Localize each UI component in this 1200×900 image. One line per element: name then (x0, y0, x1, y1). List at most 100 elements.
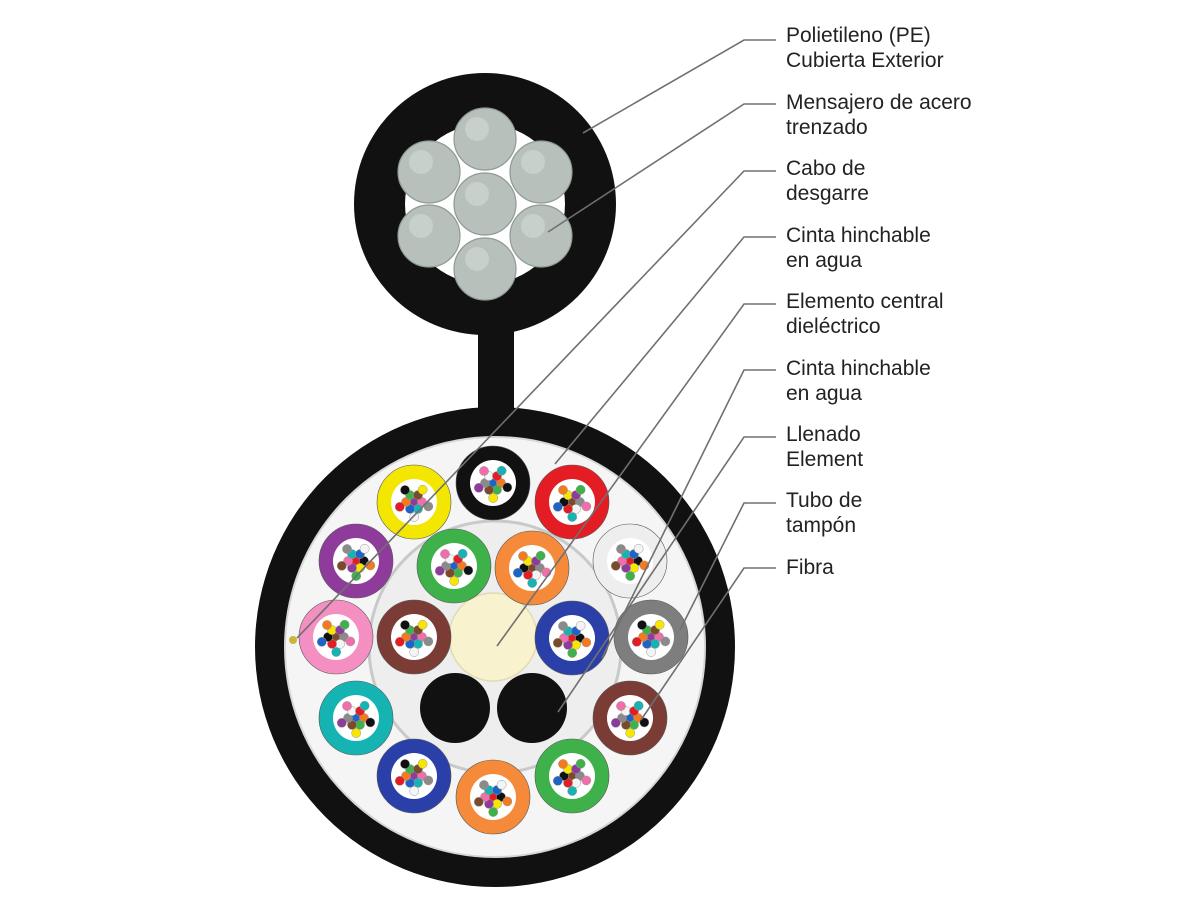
fiber (660, 636, 671, 647)
steel-wire-strands (397, 107, 573, 301)
label-pe-jacket-line2: Cubierta Exterior (786, 49, 944, 72)
fiber (631, 636, 642, 647)
label-steel-messenger: Mensajero de acero trenzado (786, 90, 972, 140)
fiber (331, 647, 342, 657)
fiber (639, 717, 650, 728)
steel-wire-highlight-7 (409, 150, 433, 174)
leader-line-pe-jacket (582, 39, 776, 134)
filler-element-2 (497, 673, 567, 743)
fiber (581, 501, 592, 512)
label-pe-jacket-line1: Polietileno (PE) (786, 24, 931, 47)
fiber (400, 620, 410, 630)
label-water-tape-2-line1: Cinta hinchable (786, 357, 931, 380)
steel-wire-6 (397, 204, 461, 268)
fiber (473, 796, 484, 807)
fiber (394, 501, 405, 512)
fiber (575, 484, 586, 495)
fiber (400, 485, 410, 495)
outer-buffer-tube-12 (376, 464, 452, 540)
fiber (633, 543, 644, 554)
steel-wire-5 (453, 237, 517, 301)
label-water-tape-1: Cinta hinchable en agua (786, 223, 931, 273)
leader-line-central-member (496, 303, 776, 647)
fiber (518, 551, 528, 561)
leader-line-steel-messenger (547, 103, 776, 233)
label-water-tape-2: Cinta hinchable en agua (786, 356, 931, 406)
fiber (575, 758, 586, 769)
fiber (552, 637, 563, 648)
label-central-member: Elemento central dieléctrico (786, 289, 944, 339)
fiber (502, 796, 513, 807)
fiber (345, 636, 356, 647)
fiber (359, 543, 370, 554)
label-rip-cord-line1: Cabo de (786, 157, 866, 180)
leader-line-buffer-tube (679, 502, 776, 631)
outer-buffer-tube-5 (592, 680, 668, 756)
fiber (394, 636, 405, 647)
outer-buffer-tube-4 (613, 599, 689, 675)
fiber (479, 466, 489, 476)
steel-wire-4 (509, 204, 573, 268)
inner-buffer-tube-4 (376, 599, 452, 675)
fiber (558, 485, 568, 495)
outer-buffer-tube-9 (318, 680, 394, 756)
outer-buffer-tube-8 (376, 738, 452, 814)
fiber (423, 636, 434, 647)
label-rip-cord: Cabo de desgarre (786, 156, 869, 206)
filler-rod (420, 673, 490, 743)
label-buffer-tube-line1: Tubo de (786, 489, 863, 512)
fiber (359, 700, 370, 711)
steel-wire-highlight-4 (521, 214, 545, 238)
fiber (581, 775, 592, 786)
fiber (558, 621, 568, 631)
outer-buffer-tube-2 (534, 464, 610, 540)
inner-buffer-tube-3 (534, 600, 610, 676)
fiber (496, 465, 507, 476)
steel-wire-highlight-1 (465, 182, 489, 206)
steel-wire-highlight-5 (465, 247, 489, 271)
label-water-tape-2-line2: en agua (786, 382, 862, 405)
fiber (322, 620, 332, 630)
fiber (512, 567, 523, 578)
label-water-tape-1-line2: en agua (786, 249, 862, 272)
rip-cord (289, 636, 297, 644)
fiber (488, 493, 499, 503)
steel-wire-highlight-3 (521, 150, 545, 174)
outer-buffer-tube-7 (455, 759, 531, 835)
fiber (365, 717, 376, 728)
fiber (552, 775, 563, 786)
fiber (567, 786, 578, 796)
fiber (409, 786, 420, 796)
label-central-member-line1: Elemento central (786, 290, 944, 313)
fiber (409, 647, 420, 657)
fiber (463, 565, 474, 576)
outer-buffer-tube-6 (534, 738, 610, 814)
fiber (575, 620, 586, 631)
filler-element-1 (420, 673, 490, 743)
inner-buffer-tube-2 (494, 530, 570, 606)
fiber (417, 758, 428, 769)
fiber (440, 549, 450, 559)
fiber (417, 484, 428, 495)
leader-line-filler (557, 436, 776, 713)
outer-buffer-tube-1 (455, 445, 531, 521)
label-buffer-tube-line2: tampón (786, 514, 857, 537)
fiber (339, 619, 350, 630)
label-steel-messenger-line2: trenzado (786, 116, 868, 139)
fiber (625, 571, 636, 581)
fiber (400, 759, 410, 769)
fiber (610, 560, 621, 571)
steel-wire-3 (509, 140, 573, 204)
fiber (633, 700, 644, 711)
fiber (616, 701, 626, 711)
fiber (351, 728, 362, 738)
messenger-section (354, 73, 616, 442)
label-steel-messenger-line1: Mensajero de acero (786, 91, 972, 114)
label-fiber: Fibra (786, 555, 834, 580)
fiber (342, 701, 352, 711)
fiber (502, 482, 513, 493)
filler-rod (497, 673, 567, 743)
leader-line-fiber (640, 567, 776, 721)
fiber (567, 512, 578, 522)
